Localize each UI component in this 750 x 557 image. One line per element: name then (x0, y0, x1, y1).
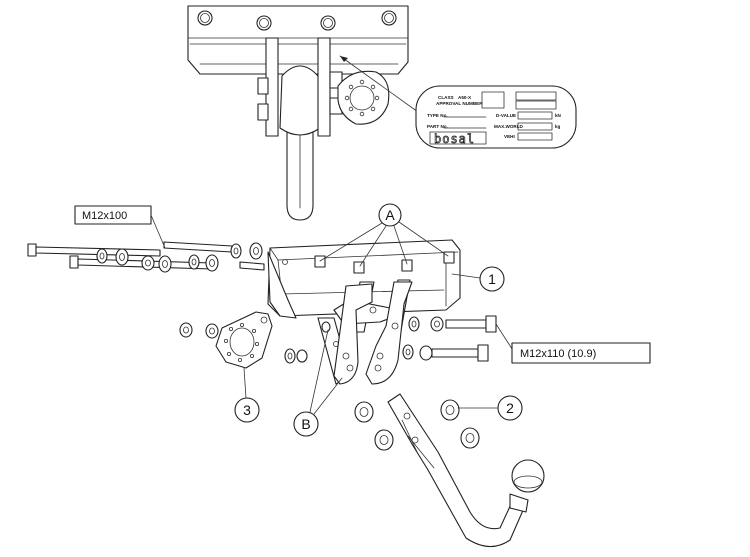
plate-class-label: CLASS (438, 95, 454, 100)
plate-leader-line (339, 55, 419, 113)
marker-b-label: B (301, 416, 310, 432)
mounting-hole (320, 15, 336, 31)
callout-m12x110-label: M12x110 (10.9) (520, 348, 596, 360)
callout-m12x110: M12x110 (10.9) (495, 323, 651, 364)
marker-3-label: 3 (243, 402, 251, 418)
ball-head-top (279, 65, 321, 136)
hook-plate-left (333, 283, 373, 385)
plate-max-load-label: MAX.WORLD (494, 124, 524, 129)
callout-2: 2 (457, 395, 523, 421)
socket-plate-holes-3 (223, 322, 259, 362)
marker-2-circle (497, 395, 523, 421)
callout-3: 3 (234, 367, 260, 423)
left-bolt-set (27, 241, 265, 273)
plate-type-label: TYPE No. (427, 113, 448, 118)
plate-d-value-label: D-VALUE (496, 113, 516, 118)
marker-a-circle (378, 203, 402, 227)
plate-approval-label: APPROVAL NUMBER (436, 101, 483, 106)
hook-plate-right (365, 281, 413, 385)
right-bolt-set (402, 315, 497, 362)
side-plates (317, 281, 413, 385)
plate-part-label: PART No. (427, 124, 448, 129)
socket-plate-body (215, 311, 273, 369)
bolt-shaft (431, 348, 479, 358)
marker-b-circle (293, 411, 319, 437)
callout-m12x100: M12x100 (74, 205, 166, 249)
plate-d-value-unit: kN (555, 113, 562, 118)
type-plate: CLASS A50-X APPROVAL NUMBER TYPE No. PAR… (415, 85, 577, 149)
side-bracket-right (317, 37, 331, 137)
callout-b: B (293, 329, 343, 437)
mounting-slot (401, 259, 413, 272)
mounting-slot (314, 255, 326, 268)
crossbar-plate (187, 5, 409, 75)
bolt-shaft (445, 319, 487, 329)
callout-box (511, 342, 651, 364)
leader-line (495, 323, 515, 353)
plate-class-value: A50-X (458, 95, 472, 100)
top-view-assembly (187, 5, 419, 221)
callout-1: 1 (451, 266, 505, 292)
marker-1-label: 1 (488, 271, 496, 287)
plate-brand-logo: bosal (434, 132, 475, 146)
marker-2-label: 2 (506, 400, 514, 416)
socket-plate (179, 311, 308, 369)
mounting-hole (256, 15, 272, 31)
leader-line (150, 214, 166, 249)
side-bracket-left (265, 37, 279, 137)
plate-max-load-unit: kg (555, 124, 561, 129)
mounting-hole (381, 10, 397, 26)
mounting-hole (197, 10, 213, 26)
mounting-slot (353, 261, 365, 274)
marker-a-label: A (385, 207, 395, 223)
callout-a: A (319, 203, 449, 267)
mounting-slot (443, 251, 455, 264)
type-plate-outline (415, 85, 577, 149)
callout-m12x100-label: M12x100 (82, 210, 127, 222)
ball-neck-assembly (354, 393, 545, 548)
marker-3-circle (234, 397, 260, 423)
plate-vehicle-label: VEHI (504, 134, 515, 139)
marker-1-circle (479, 266, 505, 292)
socket-plate-holes (344, 79, 380, 117)
